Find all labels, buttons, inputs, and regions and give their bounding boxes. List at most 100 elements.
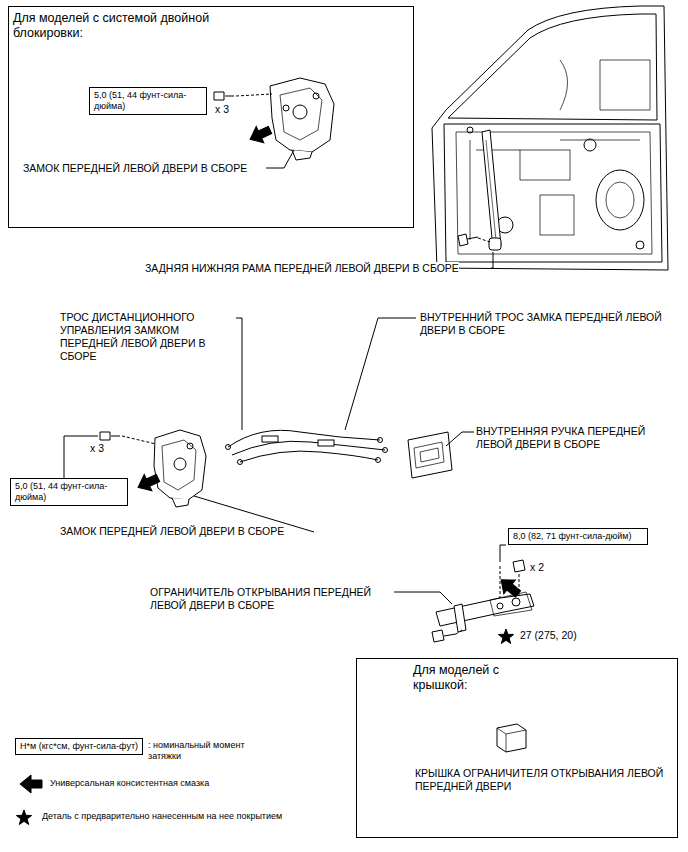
- part-label: КРЫШКА ОГРАНИЧИТЕЛЯ ОТКРЫВАНИЯ ЛЕВОЙ ПЕР…: [415, 767, 665, 792]
- door-illustration: [560, 60, 568, 110]
- door-lock: [172, 498, 189, 507]
- rear-lower-frame: [482, 130, 501, 249]
- door-illustration: [520, 150, 570, 180]
- rear-lower-frame: [489, 238, 501, 250]
- door-lock: [134, 470, 162, 496]
- legend-text: Универсальная консистентная смазка: [50, 778, 209, 789]
- quantity-label: x 3: [90, 442, 104, 455]
- door-illustration: [432, 6, 668, 270]
- inner-handle: [408, 432, 474, 478]
- legend-symbols: [20, 775, 42, 793]
- rear-lower-frame: [467, 237, 478, 239]
- door-illustration: [636, 241, 644, 249]
- door-illustration: [448, 14, 657, 120]
- cable-assembly: [378, 438, 383, 443]
- door-checker: [394, 545, 534, 644]
- door-lock: [283, 105, 289, 111]
- door-checker: [394, 592, 452, 604]
- part-label: ВНУТРЕННЯЯ РУЧКА ПЕРЕДНЕЙ ЛЕВОЙ ДВЕРИ В …: [476, 425, 681, 451]
- cable-assembly: [226, 445, 231, 450]
- legend-text: : номинальный момент затяжки: [148, 740, 268, 763]
- door-lock: [313, 93, 319, 99]
- checker-cover: [497, 724, 526, 752]
- door-lock: [292, 150, 312, 160]
- door-lock: [236, 94, 272, 96]
- rear-lower-frame: [458, 234, 468, 246]
- quantity-label: x 2: [530, 561, 544, 574]
- door-checker: [512, 598, 520, 606]
- part-label: ОГРАНИЧИТЕЛЬ ОТКРЫВАНИЯ ПЕРЕДНЕЙ ЛЕВОЙ Д…: [150, 586, 392, 612]
- inner-handle: [446, 432, 474, 446]
- door-lock: [214, 92, 224, 100]
- rear-lower-frame: [491, 252, 493, 268]
- door-checker: [444, 634, 456, 636]
- door-illustration: [432, 6, 668, 270]
- door-checker: [436, 594, 534, 626]
- part-label: ЗАДНЯЯ НИЖНЯЯ РАМА ПЕРЕДНЕЙ ЛЕВОЙ ДВЕРИ …: [145, 262, 459, 275]
- door-checker: [500, 545, 506, 562]
- variant-frame: Для моделей с системой двойной блокировк…: [8, 6, 414, 228]
- door-lock: [280, 88, 322, 140]
- checker-cover: [497, 728, 526, 752]
- door-illustration: [584, 139, 596, 151]
- legend-torque-box: Н*м (кгс*см, фунт-сила-фут): [15, 738, 143, 755]
- door-lock: [266, 150, 294, 168]
- door-illustration: [596, 170, 644, 230]
- part-label: ВНУТРЕННИЙ ТРОС ЗАМКА ПЕРЕДНЕЙ ЛЕВОЙ ДВЕ…: [420, 311, 670, 337]
- torque-text: Н*м (кгс*см, фунт-сила-фут): [20, 741, 138, 752]
- frame-heading: Для моделей с системой двойной блокировк…: [13, 11, 228, 41]
- door-lock: [187, 443, 193, 449]
- cable-assembly: [240, 451, 378, 462]
- cable-assembly: [236, 318, 242, 430]
- door-illustration: [606, 182, 634, 218]
- cable-assembly: [383, 448, 388, 453]
- torque-value: 27 (275, 20): [520, 629, 577, 642]
- rear-lower-frame: [478, 238, 490, 242]
- checker-cover: [497, 724, 526, 752]
- door-lock: [122, 436, 156, 444]
- door-checker: [497, 603, 503, 609]
- door-lock: [111, 436, 120, 437]
- door-illustration: [540, 195, 574, 235]
- torque-box: 5,0 (51, 44 фунт-сила-дюйма): [10, 478, 128, 506]
- door-lock: [214, 78, 334, 168]
- door-lock: [225, 96, 234, 97]
- door-lock: [246, 122, 274, 148]
- torque-box: 5,0 (51, 44 фунт-сила-дюйма): [89, 87, 207, 115]
- door-checker: [454, 604, 466, 632]
- door-checker: [513, 560, 525, 572]
- part-label: ТРОС ДИСТАНЦИОННОГО УПРАВЛЕНИЯ ЗАМКОМ ПЕ…: [60, 311, 234, 364]
- legend-text: Деталь с предварительно нанесенным на не…: [42, 811, 282, 822]
- door-lock: [100, 432, 110, 440]
- torque-text: 8,0 (82, 71 фунт-сила-дюйм): [513, 531, 643, 542]
- cable-assembly: [345, 318, 416, 430]
- frame-heading: Для моделей с крышкой:: [413, 663, 523, 693]
- part-label: ЗАМОК ПЕРЕДНЕЙ ЛЕВОЙ ДВЕРИ В СБОРЕ: [60, 525, 284, 538]
- inner-handle: [408, 432, 452, 478]
- door-lock: [293, 105, 307, 119]
- legend-symbols: [16, 810, 31, 825]
- door-lock: [270, 78, 334, 152]
- rear-lower-frame: [486, 140, 496, 240]
- door-lock: [162, 440, 196, 490]
- cable-assembly: [376, 458, 381, 463]
- part-label: ЗАМОК ПЕРЕДНЕЙ ЛЕВОЙ ДВЕРИ В СБОРЕ: [23, 162, 283, 175]
- cable-assembly: [238, 460, 243, 465]
- door-illustration: [444, 124, 662, 262]
- door-checker: [500, 566, 501, 600]
- door-checker: [519, 574, 520, 598]
- door-checker: [498, 629, 513, 644]
- door-checker: [432, 630, 444, 642]
- variant-frame: Для моделей с крышкой: КРЫШКА ОГРАНИЧИТЕЛ…: [356, 658, 678, 838]
- inner-handle: [420, 448, 439, 462]
- legend-symbols: [16, 775, 42, 825]
- door-lock: [154, 430, 206, 500]
- inner-handle: [414, 442, 444, 468]
- cable-assembly: [262, 436, 278, 442]
- cable-assembly: [318, 440, 334, 446]
- torque-text: 5,0 (51, 44 фунт-сила-дюйма): [15, 481, 123, 503]
- torque-text: 5,0 (51, 44 фунт-сила-дюйма): [94, 90, 202, 112]
- door-checker: [495, 573, 523, 601]
- door-illustration: [600, 60, 650, 110]
- door-checker: [456, 630, 462, 634]
